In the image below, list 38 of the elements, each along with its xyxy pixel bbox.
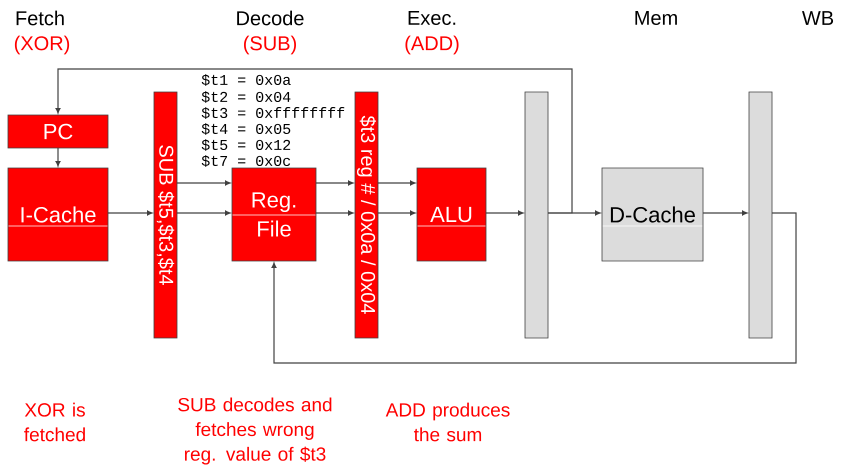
stage-label: Decode [237, 10, 304, 26]
arrow [272, 212, 797, 364]
arrow [316, 210, 354, 216]
arrow [378, 210, 416, 216]
stage-label: WB [802, 11, 834, 25]
arrow [108, 210, 152, 216]
register-box: PC [8, 114, 108, 148]
alu-box: ALU [416, 168, 486, 262]
pipeline-register: $t3 reg # / 0x0a / 0x04 [354, 92, 378, 338]
stage-label: Mem [635, 11, 677, 25]
register-value: $t7 = 0x0c [202, 155, 290, 167]
register-value: $t3 = 0xffffffff [202, 107, 344, 119]
stage-label: Exec. [408, 11, 456, 25]
pipeline-register [524, 92, 548, 338]
cache-box: D-Cache [602, 168, 704, 262]
instruction-label: (XOR) [14, 36, 70, 54]
register-value: $t2 = 0x04 [202, 91, 290, 103]
cache-box: I-Cache [8, 168, 108, 262]
stage-note: ADD produces the sum [386, 402, 510, 442]
instruction-label: (SUB) [244, 36, 296, 54]
arrow [177, 210, 230, 216]
pipeline-register: SUB $t5,$t3,$t4 [154, 92, 178, 338]
arrow [486, 210, 524, 216]
stage-label: Fetch [16, 10, 64, 26]
register-value: $t1 = 0x0a [202, 74, 291, 86]
arrow [378, 180, 416, 186]
arrow [703, 210, 748, 216]
register-file-box: Reg. File [232, 168, 316, 262]
register-value: $t5 = 0x12 [202, 139, 290, 151]
pipeline-register [748, 92, 772, 338]
register-value: $t4 = 0x05 [202, 123, 290, 135]
arrow [177, 180, 230, 186]
instruction-label: (ADD) [405, 36, 459, 54]
stage-note: SUB decodes and fetches wrong reg. value of $t3 [178, 397, 332, 465]
stage-note: XOR is fetched [24, 402, 85, 442]
arrow [56, 148, 60, 166]
arrow [56, 68, 573, 214]
arrow [316, 180, 354, 186]
